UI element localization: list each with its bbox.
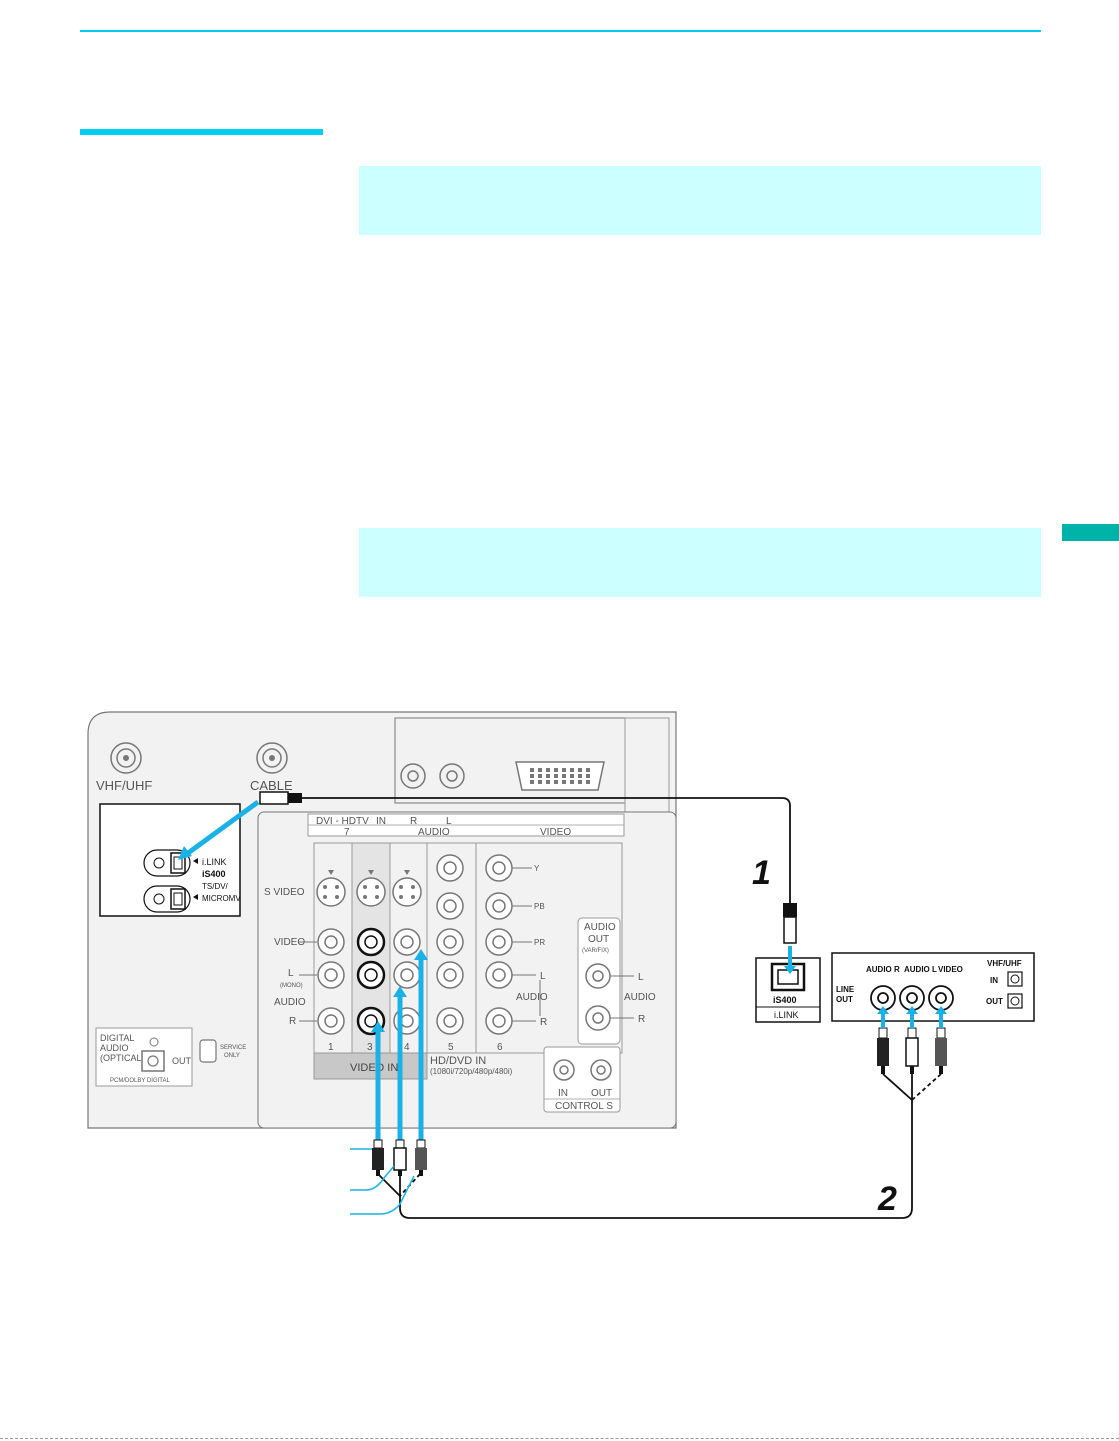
ilink-cable [259, 791, 797, 944]
rca-plug-icon [905, 1027, 919, 1074]
rca-plug-icon [393, 1139, 407, 1176]
device-in-label: IN [990, 976, 998, 985]
vhf-uhf-label: VHF/UHF [96, 778, 152, 793]
device-out2-label: OUT [986, 997, 1003, 1006]
note-box-1 [359, 166, 1041, 235]
ilink-connection-arrow [178, 799, 260, 860]
dvi-in-label: IN [376, 816, 386, 827]
device-line-label: LINE [836, 985, 855, 994]
control-in-label: IN [558, 1088, 568, 1099]
hd-audio-label: AUDIO [516, 992, 548, 1003]
digital-audio-label-1: DIGITAL [100, 1033, 134, 1043]
device-line-out-box [831, 952, 1035, 1022]
audio-out-label-1: AUDIO [584, 922, 616, 933]
hd-l-label: L [540, 971, 546, 982]
optical-port-icon [141, 1050, 165, 1072]
col-3-label: 3 [367, 1042, 373, 1053]
s-video-jack-icon [316, 870, 346, 907]
ilink-sub-label-2: MICROMV [202, 894, 241, 903]
video-in-footer [313, 1052, 428, 1080]
audio-out-audio: AUDIO [624, 992, 656, 1003]
audio-row-label: AUDIO [274, 997, 306, 1008]
control-out-label: OUT [591, 1088, 612, 1099]
video-in-label: VIDEO IN [350, 1062, 398, 1074]
digital-out-label: OUT [172, 1056, 192, 1066]
device-ilink-speed: iS400 [773, 995, 797, 1005]
coax-connector-icon [1007, 971, 1023, 987]
tv-plug-arrows [375, 956, 424, 1140]
rca-jack-grid [299, 854, 513, 1036]
l-row-label: L [288, 968, 294, 979]
hd-dvd-in-label: HD/DVD IN [430, 1055, 486, 1067]
service-label-2: ONLY [224, 1053, 240, 1059]
ilink-label: i.LINK [202, 857, 227, 867]
s-video-label: S VIDEO [264, 887, 305, 898]
rca-jack-icon [400, 763, 426, 789]
coax-connector-icon [256, 742, 288, 774]
top-rule [80, 30, 1041, 32]
y-label: Y [534, 864, 540, 873]
r-row-label: R [289, 1016, 296, 1027]
dvi-hdtv-label: DVI - HDTV [316, 816, 369, 827]
s-video-jack-icon [356, 870, 386, 907]
pb-label: PB [534, 902, 545, 911]
dvi-video-label: VIDEO [540, 827, 571, 838]
service-port [199, 1039, 217, 1063]
audio-out-r: R [638, 1014, 645, 1025]
var-fix-label: (VAR/FIX) [582, 948, 609, 954]
digital-audio-label-3: (OPTICAL) [100, 1053, 145, 1063]
hd-dvd-formats-label: (1080i/720p/480p/480i) [430, 1067, 513, 1076]
connection-diagram: VHF/UHF CABLE i.LINK iS400 TS/DV/ MICROM… [87, 711, 1035, 1219]
rca-plug-icon [372, 1139, 384, 1176]
dvi-number-label: 7 [344, 827, 350, 838]
pcm-dolby-label: PCM/DOLBY DIGITAL [110, 1078, 170, 1084]
chapter-side-tab [1062, 524, 1119, 541]
pr-label: PR [534, 938, 545, 947]
col-4-label: 4 [404, 1042, 410, 1053]
step-1-number: 1 [752, 854, 771, 892]
device-audio-r: AUDIO R [866, 965, 900, 974]
step-2-number: 2 [877, 1180, 897, 1218]
rca-jack-icon [870, 985, 954, 1011]
ilink-sub-label-1: TS/DV/ [202, 882, 229, 891]
rca-plug-icon [935, 1027, 947, 1074]
mono-label: (MONO) [280, 983, 303, 989]
device-video: VIDEO [938, 965, 963, 974]
coax-connector-icon [110, 742, 142, 774]
device-vhf-uhf: VHF/UHF [987, 959, 1022, 968]
video-in-columns [313, 842, 623, 1054]
device-ilink-label: i.LINK [774, 1010, 799, 1020]
coax-connector-icon [1007, 993, 1023, 1009]
device-out-label: OUT [836, 995, 853, 1004]
video-row-label: VIDEO [274, 937, 305, 948]
rca-jack-icon [553, 1059, 612, 1081]
dvi-port-icon [515, 761, 605, 791]
hd-r-label: R [540, 1017, 547, 1028]
dvi-audio-l: L [446, 816, 452, 827]
device-audio-l: AUDIO L [904, 965, 937, 974]
digital-audio-label-2: AUDIO [100, 1043, 129, 1053]
cable-label: CABLE [250, 778, 293, 793]
ilink-port-icon [170, 888, 186, 910]
col-6-label: 6 [497, 1042, 503, 1053]
service-label-1: SERVICE [220, 1045, 246, 1051]
dvi-audio-label: AUDIO [418, 827, 450, 838]
rca-plug-icon [415, 1139, 427, 1176]
col-1-label: 1 [328, 1042, 334, 1053]
audio-out-l: L [638, 972, 644, 983]
col-5-label: 5 [448, 1042, 454, 1053]
rca-plug-icon [877, 1027, 889, 1074]
plug-callout-lines [350, 1148, 415, 1215]
s-video-jack-icon [392, 870, 422, 907]
rca-jack-icon [439, 763, 465, 789]
note-box-2 [359, 528, 1041, 597]
audio-out-label-2: OUT [588, 934, 609, 945]
bottom-crop-rule [0, 1438, 1119, 1439]
dvi-audio-r: R [410, 816, 417, 827]
section-heading-bar [80, 129, 323, 135]
ilink-speed-label: iS400 [202, 869, 226, 879]
control-s-label: CONTROL S [555, 1101, 613, 1112]
device-plug-arrows [881, 1012, 943, 1028]
